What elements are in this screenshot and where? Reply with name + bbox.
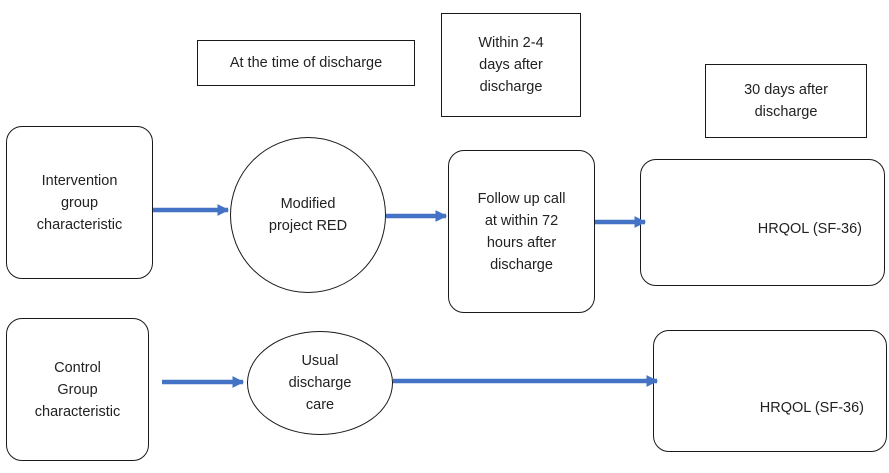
intervention-group-line-2: group — [60, 194, 99, 211]
control-group-line-3: characteristic — [34, 403, 121, 420]
timepoint-2-4-days-box: Within 2-4 days after discharge — [441, 13, 581, 117]
timepoint-30-days-line-2: discharge — [754, 104, 818, 120]
usual-discharge-care-line-3: care — [305, 397, 335, 413]
intervention-group-line-1: Intervention — [41, 172, 118, 189]
usual-discharge-care-line-1: Usual — [301, 353, 339, 369]
control-group-line-2: Group — [57, 381, 98, 398]
timepoint-2-4-days-line-3: discharge — [479, 79, 543, 95]
control-group-box: Control Group characteristic — [6, 318, 149, 461]
timepoint-30-days-box: 30 days after discharge — [705, 64, 867, 138]
intervention-group-box: Intervention group characteristic — [6, 126, 153, 279]
modified-project-red-line-1: Modified — [280, 196, 336, 212]
control-outcome-box: HRQOL (SF-36) — [653, 330, 887, 452]
follow-up-call-box: Follow up call at within 72 hours after … — [448, 150, 595, 313]
intervention-group-line-3: characteristic — [36, 216, 123, 233]
follow-up-call-line-1: Follow up call — [477, 190, 566, 207]
timepoint-30-days-line-1: 30 days after — [744, 82, 828, 98]
usual-discharge-care-circle: Usual discharge care — [247, 331, 393, 435]
timepoint-discharge-label: At the time of discharge — [229, 55, 383, 71]
modified-project-red-circle: Modified project RED — [230, 137, 386, 293]
control-group-line-1: Control — [54, 359, 101, 376]
control-outcome-label: HRQOL (SF-36) — [759, 400, 864, 416]
usual-discharge-care-line-2: discharge — [288, 375, 352, 391]
intervention-outcome-label: HRQOL (SF-36) — [757, 220, 862, 237]
follow-up-call-line-2: at within 72 — [484, 212, 559, 229]
intervention-outcome-box: HRQOL (SF-36) — [640, 159, 885, 286]
timepoint-2-4-days-line-1: Within 2-4 — [478, 35, 544, 51]
modified-project-red-line-2: project RED — [268, 218, 348, 234]
follow-up-call-line-4: discharge — [490, 256, 553, 273]
follow-up-call-line-3: hours after — [486, 234, 557, 251]
timepoint-2-4-days-line-2: days after — [479, 57, 543, 73]
timepoint-discharge-box: At the time of discharge — [197, 40, 415, 86]
